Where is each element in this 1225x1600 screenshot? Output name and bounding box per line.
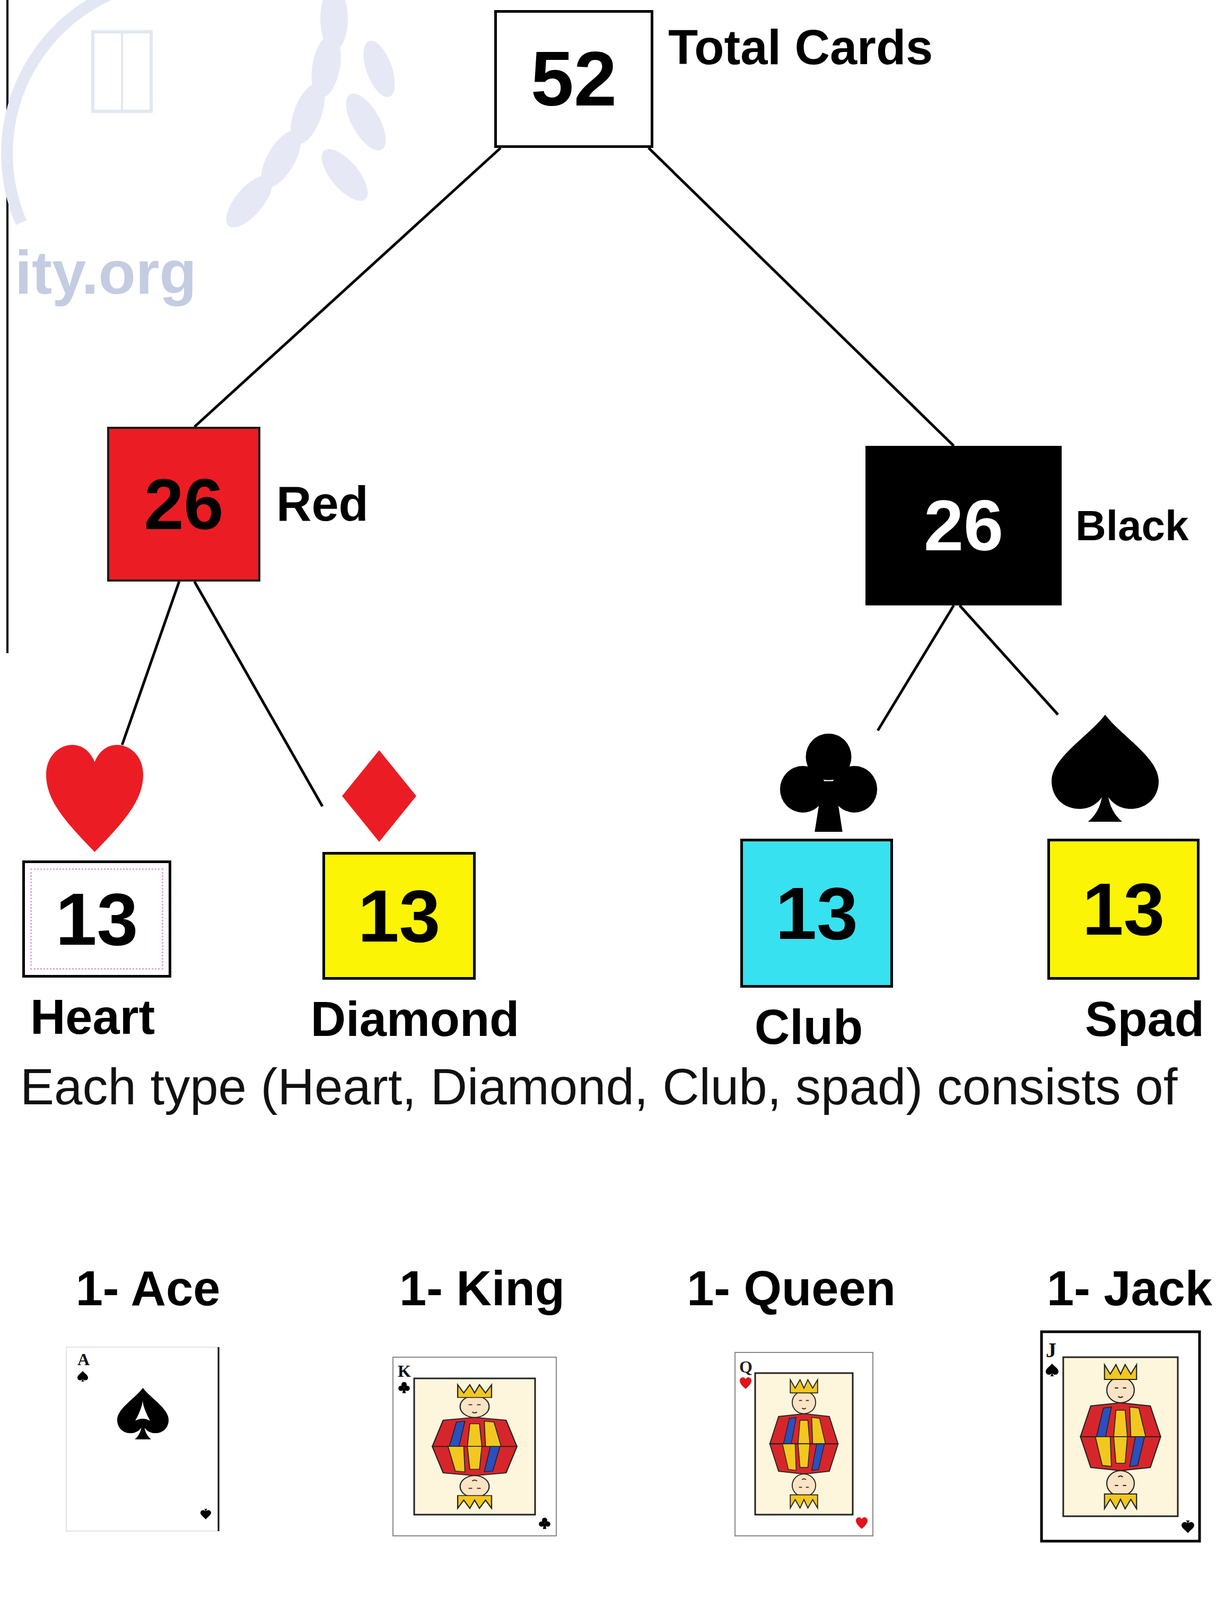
card-edge	[217, 1347, 220, 1532]
group-label: Black	[1075, 501, 1189, 551]
queen-art	[755, 1373, 853, 1445]
graphic-part	[337, 87, 394, 157]
tree-branch	[877, 605, 954, 731]
count-box: 13	[1047, 838, 1200, 980]
card-pip	[398, 1382, 410, 1394]
tree-branch	[648, 147, 955, 446]
jack-art	[1063, 1437, 1178, 1517]
ace-card	[66, 1347, 220, 1532]
suit-symbol	[1051, 714, 1159, 822]
card-title: 1- Queen	[686, 1261, 896, 1318]
card-frame	[414, 1378, 536, 1516]
card-pip	[739, 1377, 752, 1390]
graphic-part	[313, 141, 376, 208]
group-label: Club	[754, 999, 863, 1056]
color-box: 26Black	[865, 445, 1062, 606]
card-frame	[1063, 1357, 1178, 1517]
handwritten-note: Each type (Heart, Diamond, Club, spad) c…	[20, 1050, 1203, 1124]
card-index: K	[397, 1361, 411, 1382]
graphic-part	[320, 0, 348, 51]
king-card	[392, 1357, 557, 1537]
king-art	[414, 1378, 536, 1448]
card-outline	[66, 1347, 220, 1532]
suit-node: 13Heart	[22, 745, 172, 978]
count-box: 13	[322, 852, 476, 980]
queen-art	[755, 1444, 853, 1516]
count-number: 52	[530, 40, 617, 118]
ace-ornament	[135, 1400, 151, 1422]
suit-node: 13Diamond	[322, 750, 476, 980]
count-box: 13	[740, 838, 894, 988]
suit-node: 13Spad	[1047, 714, 1200, 980]
count-number: 13	[55, 882, 139, 957]
club-stem	[814, 781, 843, 833]
card-title: 1- Jack	[1046, 1261, 1213, 1318]
spade-shape	[1051, 714, 1159, 822]
group-label: Total Cards	[668, 19, 933, 76]
ace-spade	[117, 1388, 169, 1440]
graphic-part	[356, 36, 401, 102]
count-number: 26	[923, 490, 1004, 562]
suit-symbol	[342, 750, 417, 843]
tree-branch	[194, 581, 323, 807]
card-pip	[855, 1517, 868, 1530]
card-frame	[755, 1373, 853, 1516]
watermark-emblem	[6, 0, 402, 235]
card-outline	[392, 1357, 557, 1537]
club-lobe	[831, 766, 878, 813]
card-index: Q	[739, 1357, 753, 1378]
card-outline	[735, 1352, 873, 1537]
group-label: Diamond	[310, 991, 520, 1048]
count-number: 13	[1082, 872, 1166, 947]
watermark-laurel	[218, 0, 402, 235]
heart-shape	[46, 745, 144, 853]
card-outline	[1041, 1332, 1200, 1542]
group-label: Red	[276, 476, 369, 533]
card-pip	[1045, 1363, 1059, 1377]
king-art	[414, 1446, 536, 1516]
card-pip	[77, 1371, 89, 1382]
count-box: 13	[22, 860, 172, 978]
total-box: 52Total Cards	[494, 10, 654, 148]
group-label: Heart	[30, 989, 155, 1046]
count-number: 13	[775, 876, 859, 951]
watermark-book-spine	[120, 31, 124, 112]
card-title: 1- Ace	[75, 1261, 221, 1318]
suit-node: 13Club	[740, 730, 894, 988]
card-index: J	[1045, 1338, 1057, 1363]
count-number: 13	[357, 879, 441, 954]
tree-branch	[121, 581, 180, 746]
count-number: 26	[143, 468, 224, 541]
watermark-book	[92, 31, 152, 112]
color-box: 26Red	[107, 426, 261, 582]
watermark-arc	[6, 0, 175, 223]
suit-symbol	[46, 745, 144, 853]
tree-branch	[959, 605, 1058, 715]
card-pip	[200, 1509, 212, 1520]
club-lobe	[780, 766, 826, 813]
jack-card	[1041, 1332, 1200, 1542]
watermark-text: ity.org	[14, 237, 197, 308]
card-pip	[538, 1518, 551, 1530]
jack-art	[1063, 1357, 1178, 1438]
card-index: A	[77, 1350, 90, 1370]
tree-branch	[194, 147, 501, 427]
card-pip	[1181, 1520, 1195, 1534]
group-label: Spad	[1085, 991, 1205, 1048]
card-title: 1- King	[399, 1261, 565, 1318]
suit-symbol	[779, 730, 879, 833]
margin-rule	[6, 0, 9, 654]
queen-card	[735, 1352, 873, 1537]
diamond-shape	[342, 750, 417, 843]
